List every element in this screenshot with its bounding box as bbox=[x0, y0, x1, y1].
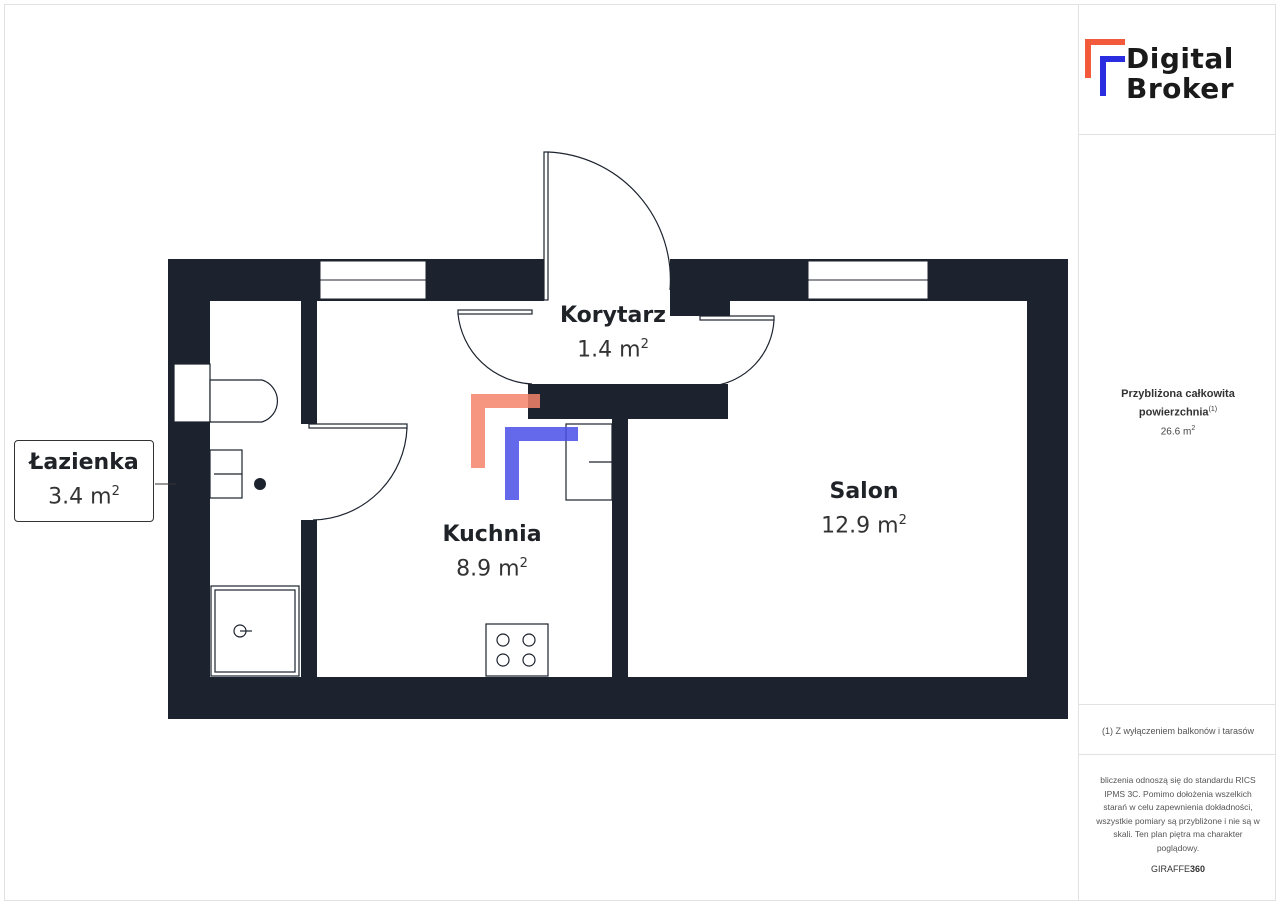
room-area-korytarz: 1.4 m2 bbox=[577, 337, 649, 363]
bathroom-fixtures bbox=[173, 363, 300, 677]
floor-plan: Korytarz 1.4 m2 Kuchnia 8.9 m2 Salon 12.… bbox=[14, 151, 1068, 719]
room-area-salon: 12.9 m2 bbox=[821, 513, 907, 539]
logo-line-broker: Broker bbox=[1126, 72, 1235, 105]
page-frame bbox=[4, 4, 1276, 901]
info-sidebar: Digital Broker Przybliżona całkowita pow… bbox=[1078, 4, 1276, 901]
room-area-kuchnia: 8.9 m2 bbox=[456, 556, 528, 582]
walls bbox=[168, 259, 1068, 719]
room-label-salon: Salon 12.9 m2 bbox=[821, 478, 907, 541]
logo-line-digital: Digital bbox=[1126, 42, 1234, 75]
disclaimer-text: bliczenia odnoszą się do standardu RICS … bbox=[1096, 775, 1260, 853]
sidebar-divider bbox=[1079, 134, 1276, 135]
floor-plan-drawing bbox=[155, 151, 1068, 719]
giraffe360-brand: GIRAFFE360 bbox=[1150, 864, 1206, 874]
sidebar-divider bbox=[1079, 754, 1276, 755]
room-callout-lazienka: Łazienka 3.4 m2 bbox=[14, 440, 154, 522]
logo-mark-icon bbox=[1085, 39, 1125, 96]
footnote: (1) Z wyłączeniem balkonów i tarasów bbox=[1101, 726, 1255, 736]
room-name-salon: Salon bbox=[829, 479, 899, 504]
room-label-korytarz: Korytarz 1.4 m2 bbox=[560, 302, 666, 365]
room-label-kuchnia: Kuchnia 8.9 m2 bbox=[442, 521, 541, 584]
windows bbox=[319, 260, 929, 300]
watermark-logo bbox=[471, 394, 578, 500]
room-area-lazienka: 3.4 m2 bbox=[48, 484, 120, 510]
room-name-kuchnia: Kuchnia bbox=[442, 522, 542, 547]
total-area-value: 26.6 m2 bbox=[1160, 425, 1196, 438]
room-name-lazienka: Łazienka bbox=[29, 450, 139, 475]
logo-wordmark: Digital Broker bbox=[1126, 44, 1234, 104]
sidebar-divider bbox=[1079, 704, 1276, 705]
bathroom-light-icon bbox=[254, 478, 266, 490]
total-area-title: Przybliżona całkowita powierzchnia(1) bbox=[1121, 388, 1235, 419]
doors bbox=[308, 151, 775, 521]
digital-broker-logo: Digital Broker bbox=[1079, 4, 1277, 134]
kitchen-fixtures bbox=[485, 423, 613, 677]
room-name-korytarz: Korytarz bbox=[560, 303, 666, 328]
